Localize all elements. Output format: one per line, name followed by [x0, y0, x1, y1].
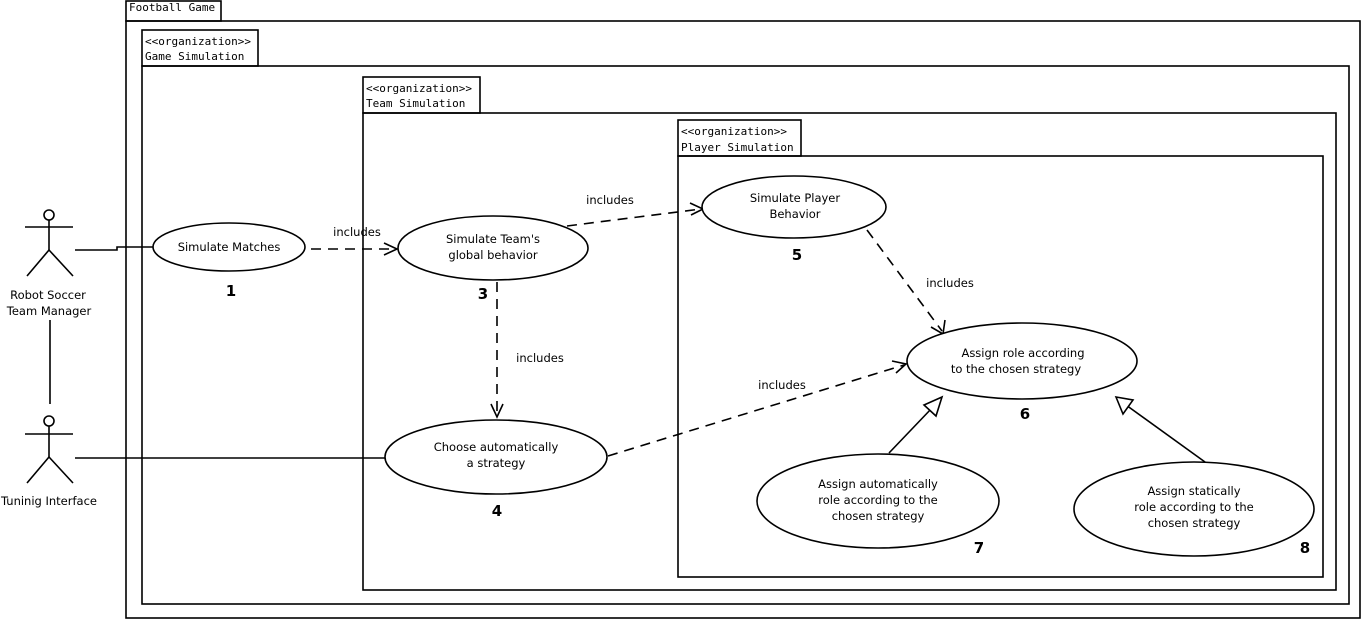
use-case-label-line-1: Assign automatically — [818, 477, 938, 491]
actor-head — [43, 415, 55, 427]
use-case-label-line-1: Simulate Team's — [446, 232, 540, 246]
include-uc5-uc6: includes — [866, 229, 974, 336]
package-name: Football Game — [129, 1, 215, 14]
include-uc1-uc3: includes — [311, 225, 399, 256]
package-stereotype: <<organization>> — [681, 125, 787, 138]
use-case-number: 5 — [792, 246, 802, 264]
use-case-ellipse — [906, 322, 1138, 400]
use-case-number: 8 — [1300, 539, 1310, 557]
use-case-label-line-2: a strategy — [467, 456, 526, 470]
use-case-label-line-2: role according to the — [1134, 500, 1254, 514]
relation-label: includes — [516, 351, 564, 365]
actor-leg-right — [48, 456, 74, 484]
use-case-label-line-2: Behavior — [769, 207, 820, 221]
use-case-label-line-2: role according to the — [818, 493, 938, 507]
use-case-ellipse — [384, 419, 608, 495]
use-case-simulate-team-behavior: Simulate Team's global behavior 3 — [397, 215, 589, 303]
include-uc4-uc6: includes — [607, 360, 908, 457]
relation-label: includes — [758, 378, 806, 392]
actor-label-line-1: Robot Soccer — [10, 288, 86, 302]
hollow-triangle-head — [1114, 395, 1135, 416]
actor-leg-right — [48, 249, 74, 277]
package-team-simulation: <<organization>> Team Simulation — [362, 76, 1337, 591]
actor-label-line-2: Team Manager — [6, 304, 92, 318]
use-case-label-line-1: Assign statically — [1147, 484, 1240, 498]
generalization-uc8-uc6 — [1114, 395, 1206, 463]
package-body — [362, 112, 1337, 591]
relation-label: includes — [333, 225, 381, 239]
hollow-triangle-head — [922, 395, 944, 418]
use-case-assign-role: Assign role according to the chosen stra… — [906, 322, 1138, 423]
use-case-label-line-1: Simulate Matches — [178, 240, 281, 254]
use-case-label-line-1: Simulate Player — [750, 191, 841, 205]
arrow-head — [891, 360, 908, 374]
use-case-assign-statically: Assign statically role according to the … — [1073, 461, 1315, 557]
package-body — [141, 65, 1350, 605]
use-case-simulate-player-behavior: Simulate Player Behavior 5 — [701, 175, 887, 264]
use-case-ellipse — [1073, 461, 1315, 557]
use-case-choose-strategy: Choose automatically a strategy 4 — [384, 419, 608, 520]
actor-robot-soccer-team-manager: Robot Soccer Team Manager — [6, 209, 92, 318]
use-case-label-line-1: Choose automatically — [434, 440, 559, 454]
actor-head — [43, 209, 55, 221]
use-case-ellipse — [756, 453, 1000, 549]
association-manager-uc1 — [75, 246, 154, 251]
generalization-line — [888, 407, 933, 454]
use-case-ellipse — [701, 175, 887, 239]
dashed-arrow-line — [866, 229, 943, 332]
package-body — [677, 155, 1324, 578]
use-case-number: 1 — [226, 282, 236, 300]
package-name: Player Simulation — [681, 141, 794, 154]
use-case-label-line-2: global behavior — [448, 248, 537, 262]
use-case-assign-automatically: Assign automatically role according to t… — [756, 453, 1000, 557]
use-case-ellipse — [397, 215, 589, 281]
use-case-number: 4 — [492, 502, 502, 520]
generalization-uc7-uc6 — [888, 395, 944, 454]
use-case-number: 3 — [478, 285, 488, 303]
package-football-game: Football Game — [125, 0, 1361, 619]
relation-label: includes — [926, 276, 974, 290]
include-uc3-uc4: includes — [490, 282, 564, 419]
arrow-head — [383, 242, 399, 256]
generalization-line — [1125, 404, 1206, 463]
package-name: Team Simulation — [366, 97, 465, 110]
use-case-simulate-matches: Simulate Matches 1 — [152, 222, 306, 300]
arrow-head — [689, 202, 705, 216]
dashed-arrow-line — [566, 208, 702, 227]
dashed-arrow-line — [607, 364, 905, 457]
package-name: Game Simulation — [145, 50, 244, 63]
use-case-number: 7 — [974, 539, 984, 557]
arrow-head — [490, 403, 504, 419]
use-case-label-line-1: Assign role according — [961, 346, 1084, 360]
relation-label: includes — [586, 193, 634, 207]
use-case-ellipse — [152, 222, 306, 272]
include-uc3-uc5: includes — [566, 193, 705, 227]
use-case-number: 6 — [1020, 405, 1030, 423]
actor-tuning-interface: Tuninig Interface — [0, 415, 97, 508]
use-case-label-line-3: chosen strategy — [1148, 516, 1241, 530]
package-game-simulation: <<organization>> Game Simulation — [141, 29, 1350, 605]
actor-leg-left — [26, 456, 50, 484]
arrow-head — [930, 319, 946, 336]
package-stereotype: <<organization>> — [366, 82, 472, 95]
package-stereotype: <<organization>> — [145, 35, 251, 48]
use-case-label-line-3: chosen strategy — [832, 509, 925, 523]
package-player-simulation: <<organization>> Player Simulation — [677, 119, 1324, 578]
package-body — [125, 20, 1361, 619]
actor-label: Tuninig Interface — [0, 494, 97, 508]
actor-leg-left — [26, 249, 50, 277]
use-case-label-line-2: to the chosen strategy — [951, 362, 1082, 376]
